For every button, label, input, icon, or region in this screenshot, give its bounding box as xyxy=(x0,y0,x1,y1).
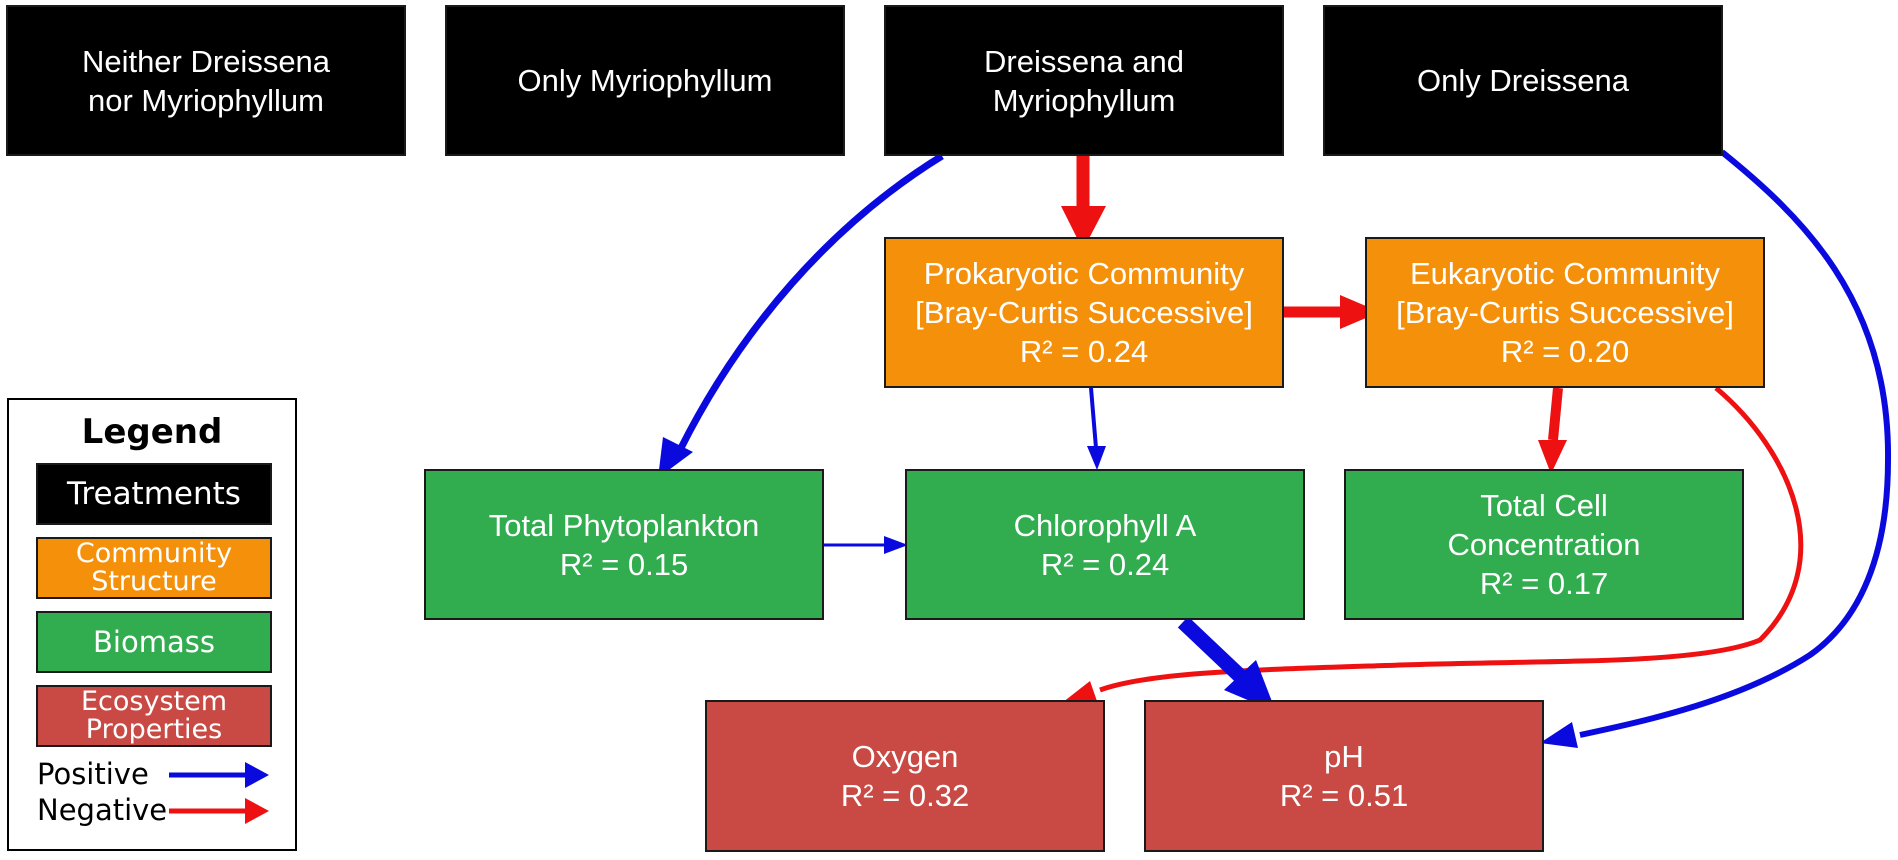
node-only-myriophyllum: Only Myriophyllum xyxy=(445,5,845,156)
node-line: pH xyxy=(1324,739,1364,774)
node-line: R² = 0.20 xyxy=(1500,334,1630,369)
node-prokaryotic-community: Prokaryotic Community [Bray-Curtis Succe… xyxy=(884,237,1284,388)
node-line: R² = 0.15 xyxy=(559,546,689,582)
legend-line: Ecosystem xyxy=(80,686,228,717)
legend-arrows xyxy=(169,762,269,824)
arrowhead-total-phyto xyxy=(658,437,693,478)
node-line: Prokaryotic Community xyxy=(923,256,1245,291)
edge-eukaryotic-to-total-cell xyxy=(1548,387,1563,441)
legend-treatments: Treatments xyxy=(36,463,272,525)
node-line: Concentration xyxy=(1447,527,1641,562)
arrowhead-chlorophyll-left xyxy=(884,536,908,554)
edge-dreissena-myrio-to-total-phyto xyxy=(676,153,944,452)
node-line: nor Myriophyllum xyxy=(87,82,324,118)
node-line: Only Dreissena xyxy=(1417,63,1629,98)
legend: Legend Treatments Community Structure Bi… xyxy=(7,398,297,851)
node-line: [Bray-Curtis Successive] xyxy=(1396,295,1734,330)
node-neither-dreissena-nor-myriophyllum: Neither Dreissena nor Myriophyllum xyxy=(6,5,406,156)
legend-negative-arrowhead xyxy=(245,798,269,824)
node-total-cell-concentration: Total Cell Concentration R² = 0.17 xyxy=(1344,469,1744,620)
arrowhead-oxygen xyxy=(1058,681,1098,706)
node-line: Total Phytoplankton xyxy=(488,507,760,543)
node-chlorophyll-a: Chlorophyll A R² = 0.24 xyxy=(905,469,1305,620)
legend-ecosystem-properties: Ecosystem Properties xyxy=(36,685,272,747)
node-line: Oxygen xyxy=(851,739,959,774)
legend-community-structure: Community Structure xyxy=(36,537,272,599)
legend-line: Properties xyxy=(85,714,223,745)
edge-prokaryotic-to-chlorophyll xyxy=(1089,387,1098,449)
node-line: R² = 0.32 xyxy=(840,778,970,813)
node-line: R² = 0.17 xyxy=(1479,566,1609,601)
node-oxygen: Oxygen R² = 0.32 xyxy=(705,700,1105,852)
legend-positive-label: Positive xyxy=(37,757,149,791)
edge-only-dreissena-to-ph xyxy=(1579,149,1892,738)
node-line: Total Cell xyxy=(1480,488,1608,523)
node-line: Chlorophyll A xyxy=(1013,507,1197,543)
legend-line: Structure xyxy=(91,566,217,597)
node-line: Dreissena and xyxy=(984,43,1184,79)
node-line: R² = 0.24 xyxy=(1040,546,1170,582)
arrowhead-prokaryotic xyxy=(1061,206,1106,250)
node-total-phytoplankton: Total Phytoplankton R² = 0.15 xyxy=(424,469,824,620)
edge-eukaryotic-to-oxygen xyxy=(1099,386,1804,693)
node-line: Eukaryotic Community xyxy=(1409,256,1721,291)
legend-negative-label: Negative xyxy=(37,793,168,827)
node-eukaryotic-community: Eukaryotic Community [Bray-Curtis Succes… xyxy=(1365,237,1765,388)
legend-biomass: Biomass xyxy=(36,611,272,673)
legend-line: Treatments xyxy=(67,476,241,512)
node-ph: pH R² = 0.51 xyxy=(1144,700,1544,852)
legend-line: Biomass xyxy=(93,625,215,659)
node-line: [Bray-Curtis Successive] xyxy=(915,295,1253,330)
node-line: Neither Dreissena xyxy=(81,43,331,79)
node-line: Myriophyllum xyxy=(992,82,1176,118)
node-line: Only Myriophyllum xyxy=(517,63,773,98)
arrowhead-chlorophyll-top xyxy=(1087,446,1106,470)
node-line: R² = 0.51 xyxy=(1279,778,1409,813)
edge-chlorophyll-to-ph xyxy=(1177,616,1246,682)
arrowhead-total-cell xyxy=(1538,440,1567,474)
legend-title: Legend xyxy=(81,412,223,452)
legend-line: Community xyxy=(75,538,233,569)
node-line: R² = 0.24 xyxy=(1019,334,1149,369)
legend-positive-arrowhead xyxy=(245,762,269,788)
node-only-dreissena: Only Dreissena xyxy=(1323,5,1723,156)
arrowhead-ph-top xyxy=(1224,660,1276,712)
arrowhead-eukaryotic xyxy=(1340,295,1380,329)
node-dreissena-and-myriophyllum: Dreissena and Myriophyllum xyxy=(884,5,1284,156)
arrowhead-ph-right xyxy=(1540,722,1578,748)
